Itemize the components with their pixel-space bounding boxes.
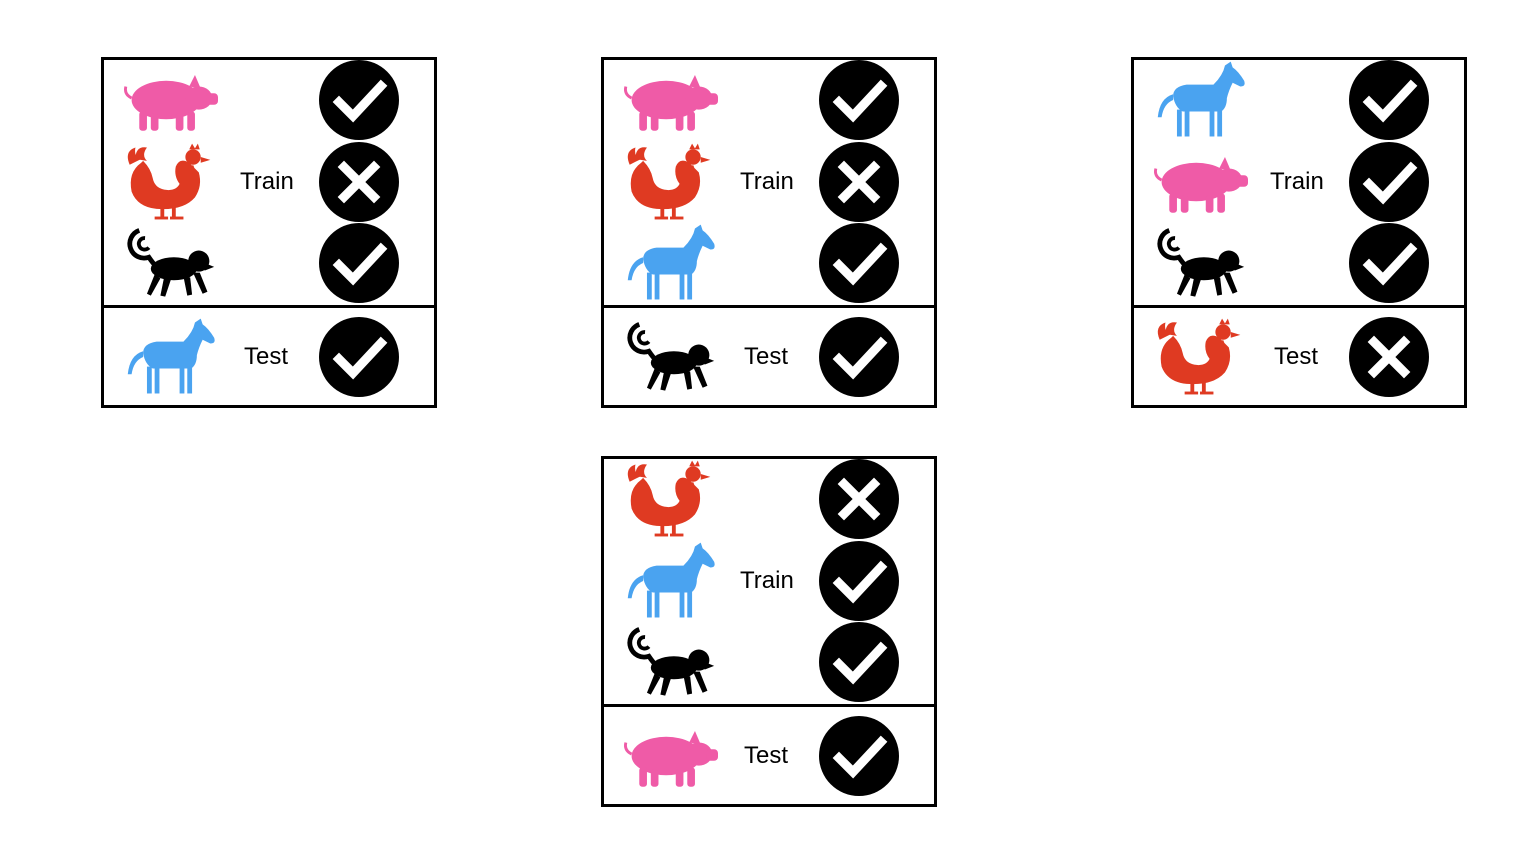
cross-icon bbox=[819, 459, 899, 539]
rooster-icon bbox=[622, 460, 718, 543]
check-icon bbox=[819, 541, 899, 621]
pig-icon bbox=[122, 61, 218, 144]
monkey-icon bbox=[122, 224, 218, 307]
pig-icon bbox=[622, 717, 718, 800]
check-icon bbox=[819, 60, 899, 140]
pig-icon bbox=[1152, 143, 1248, 226]
horse-icon bbox=[122, 318, 218, 401]
check-icon bbox=[819, 622, 899, 702]
cross-icon bbox=[1349, 317, 1429, 397]
train-label: Train bbox=[240, 168, 294, 195]
train-label: Train bbox=[740, 567, 794, 594]
horse-icon bbox=[1152, 61, 1248, 144]
check-icon bbox=[819, 716, 899, 796]
check-icon bbox=[819, 223, 899, 303]
horse-icon bbox=[622, 542, 718, 625]
test-label: Test bbox=[1274, 343, 1319, 370]
monkey-icon bbox=[622, 623, 718, 706]
train-label: Train bbox=[740, 168, 794, 195]
section-divider bbox=[604, 704, 934, 707]
monkey-icon bbox=[1152, 224, 1248, 307]
fold-panel: Train Test bbox=[101, 57, 437, 408]
rooster-icon bbox=[1152, 318, 1248, 401]
horse-icon bbox=[622, 224, 718, 307]
check-icon bbox=[319, 60, 399, 140]
rooster-icon bbox=[122, 143, 218, 226]
rooster-icon bbox=[622, 143, 718, 226]
cross-icon bbox=[319, 142, 399, 222]
check-icon bbox=[1349, 223, 1429, 303]
check-icon bbox=[319, 223, 399, 303]
check-icon bbox=[319, 317, 399, 397]
section-divider bbox=[104, 305, 434, 308]
fold-panel: Train Test bbox=[601, 456, 937, 807]
section-divider bbox=[604, 305, 934, 308]
section-divider bbox=[1134, 305, 1464, 308]
check-icon bbox=[1349, 142, 1429, 222]
check-icon bbox=[1349, 60, 1429, 140]
fold-panel: Train Test bbox=[601, 57, 937, 408]
pig-icon bbox=[622, 61, 718, 144]
monkey-icon bbox=[622, 318, 718, 401]
test-label: Test bbox=[244, 343, 289, 370]
test-label: Test bbox=[744, 742, 789, 769]
test-label: Test bbox=[744, 343, 789, 370]
cross-icon bbox=[819, 142, 899, 222]
train-label: Train bbox=[1270, 168, 1324, 195]
check-icon bbox=[819, 317, 899, 397]
fold-panel: Train Test bbox=[1131, 57, 1467, 408]
